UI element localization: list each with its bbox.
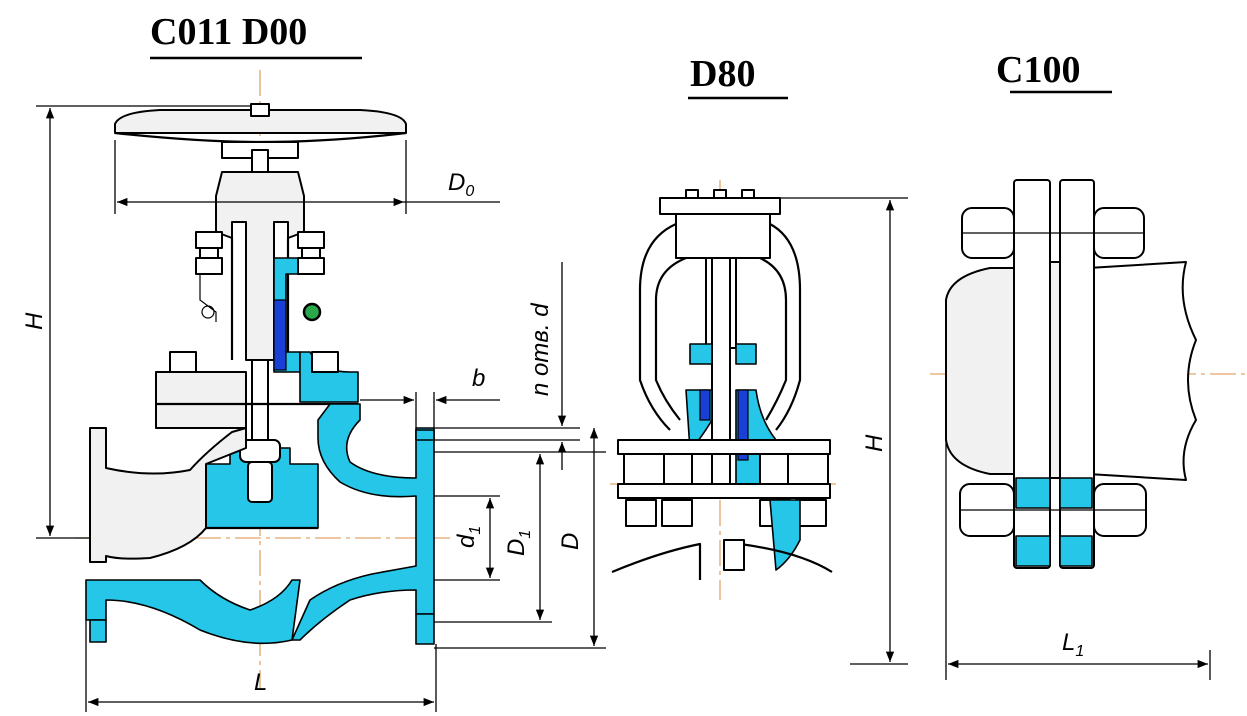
body-flange-left — [155, 403, 247, 429]
top-bolt-2 — [713, 189, 727, 199]
middle-flange-top — [617, 439, 831, 455]
label-d1-main: d — [453, 534, 480, 548]
body-section-cyan — [291, 403, 435, 641]
middle-flange-bottom — [617, 483, 831, 499]
label-H-middle: H — [861, 434, 888, 452]
label-D: D — [557, 533, 584, 550]
label-L1-sub: 1 — [1075, 643, 1084, 660]
title-left: C011 D00 — [150, 11, 307, 53]
label-D1-sub: 1 — [517, 530, 534, 539]
yoke-bolt-right — [297, 231, 325, 275]
label-d1-sub: 1 — [467, 526, 484, 535]
yoke-arm-right-inner — [759, 257, 788, 421]
title-right: C100 — [996, 49, 1080, 91]
yoke-arm-left-outer — [638, 222, 677, 431]
flange-left-bottom-cyan — [89, 619, 107, 643]
packing-middle-right — [737, 389, 749, 461]
flange-right-bottom-cyan — [415, 613, 435, 645]
body-middle-lower — [611, 542, 833, 580]
right-bolt-cyan-4 — [1059, 535, 1093, 567]
middle-bolt-right-inner — [759, 453, 789, 485]
actuator-block — [675, 213, 771, 259]
title-right-group: C100 — [996, 49, 1112, 94]
label-H-left: H — [21, 312, 48, 330]
label-D0-main: D — [448, 169, 465, 196]
bonnet-nut-right — [311, 351, 339, 373]
label-b: b — [472, 365, 485, 392]
right-bolt-cyan-1 — [1015, 477, 1051, 509]
packing-blue — [273, 299, 287, 371]
yoke-arm-left-inner — [654, 256, 687, 421]
flange-right-top-cyan — [415, 429, 435, 441]
packing-middle-left — [699, 389, 711, 421]
bonnet-nut-left — [169, 351, 197, 373]
middle-bolt-left-outer — [623, 453, 665, 485]
title-left-group: C011 D00 — [150, 11, 362, 60]
top-bolt-3 — [741, 189, 755, 199]
gland-middle-left — [689, 343, 713, 365]
body-bottom-cyan — [85, 579, 301, 645]
disc-middle — [723, 539, 745, 571]
handwheel — [114, 109, 407, 134]
top-plate — [659, 197, 781, 215]
stem-guide-left — [705, 257, 713, 349]
body-middle-cyan — [769, 499, 801, 571]
handwheel-nut — [250, 103, 270, 117]
label-D1-main: D — [503, 539, 530, 556]
yoke-arm-right-outer — [769, 223, 802, 431]
right-bolt-cyan-3 — [1015, 535, 1051, 567]
middle-bolt-left-inner — [663, 453, 693, 485]
grease-fitting-icon — [302, 302, 322, 322]
label-D0: D0 — [448, 169, 474, 200]
right-body-left — [945, 267, 1015, 475]
bonnet-flange-left — [155, 371, 247, 405]
right-pipe — [1087, 261, 1197, 481]
yoke-bolt-left — [195, 231, 223, 322]
right-bolt-cyan-2 — [1059, 477, 1093, 509]
valve-left-view: H D0 b n отв. d d1 D1 D L — [21, 70, 606, 712]
label-L1-main: L — [1062, 629, 1075, 656]
right-gasket — [1049, 261, 1061, 479]
top-bolt-1 — [685, 189, 699, 199]
gland-middle-right — [735, 343, 757, 365]
middle-nut-right — [795, 499, 827, 527]
middle-bolt-right-outer — [787, 453, 829, 485]
title-middle: D80 — [690, 53, 755, 95]
label-D0-sub: 0 — [465, 183, 474, 200]
valve-middle-view: H — [610, 180, 908, 665]
label-L1: L1 — [1062, 629, 1084, 660]
middle-nut-left2 — [661, 499, 693, 527]
body-left — [89, 427, 247, 563]
label-D1: D1 — [503, 530, 534, 556]
disc-stem-end — [247, 461, 273, 503]
label-d1: d1 — [453, 526, 484, 548]
title-middle-group: D80 — [688, 53, 788, 100]
label-L: L — [254, 669, 267, 696]
valve-right-view: L1 — [930, 179, 1247, 680]
middle-nut-left — [625, 499, 657, 527]
label-n-holes-d: n отв. d — [527, 303, 554, 396]
stem-guide-right — [729, 257, 737, 349]
